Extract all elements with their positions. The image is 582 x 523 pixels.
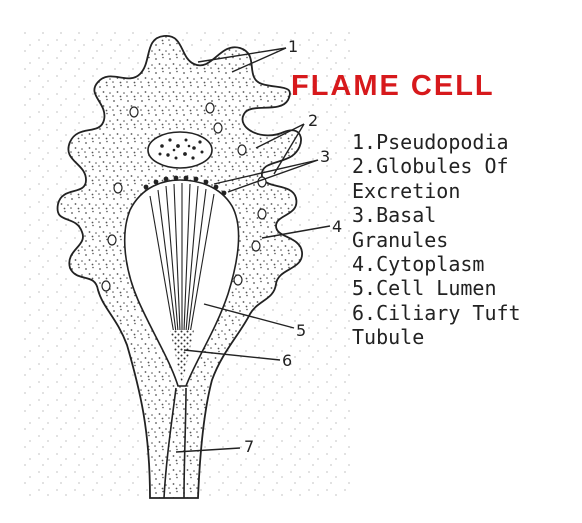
legend-item: Granules: [352, 228, 521, 252]
callout-6: 6: [282, 351, 292, 370]
legend: 1.Pseudopodia 2.Globules Of Excretion 3.…: [352, 130, 521, 350]
legend-item: 1.Pseudopodia: [352, 130, 521, 154]
callout-3: 3: [320, 147, 330, 166]
legend-item: 5.Cell Lumen: [352, 276, 521, 300]
callout-4: 4: [332, 217, 342, 236]
callout-7: 7: [244, 437, 254, 456]
legend-item: 3.Basal: [352, 203, 521, 227]
nucleus: [148, 132, 212, 168]
legend-item: Excretion: [352, 179, 521, 203]
callout-5: 5: [296, 321, 306, 340]
callout-1: 1: [288, 37, 298, 56]
callout-2: 2: [308, 111, 318, 130]
legend-item: 2.Globules Of: [352, 154, 521, 178]
legend-item: 6.Ciliary Tuft: [352, 301, 521, 325]
page-title: FLAME CELL: [291, 70, 495, 103]
legend-item: 4.Cytoplasm: [352, 252, 521, 276]
legend-item: Tubule: [352, 325, 521, 349]
